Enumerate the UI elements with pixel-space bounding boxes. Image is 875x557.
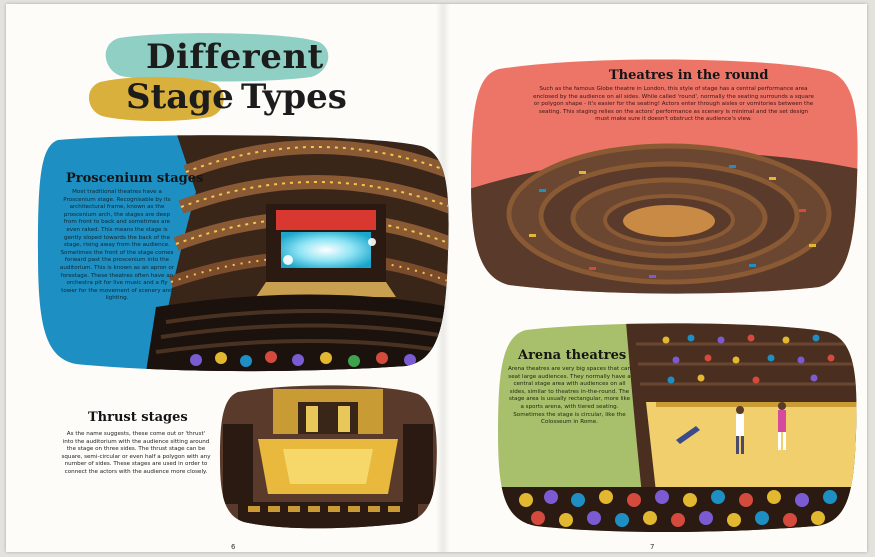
proscenium-heading: Proscenium stages [66,171,204,186]
thrust-illustration [220,385,437,529]
title-mustard-blob [89,76,224,121]
arena-body: Arena theatres are very big spaces that … [508,366,631,426]
thrust-body: As the name suggests, these come out or … [61,431,211,475]
proscenium-illustration [38,135,449,372]
round-heading: Theatres in the round [609,68,769,83]
page-title-line3: Types [241,77,347,117]
round-body: Such as the famous Globe theatre in Lond… [533,86,814,123]
arena-heading: Arena theatres [518,348,627,363]
round-illustration [471,59,858,294]
thrust-heading: Thrust stages [88,410,188,425]
page-title-line2: Stage [126,77,234,117]
page-number-right: 7 [650,543,655,551]
arena-illustration [498,323,857,532]
title-teal-blob [105,33,329,82]
proscenium-body: Most traditional theatres have a Proscen… [59,189,175,302]
book-spread: Different Stage Types [6,4,867,552]
page-title-line1: Different [146,37,324,77]
page-number-left: 6 [231,543,236,551]
